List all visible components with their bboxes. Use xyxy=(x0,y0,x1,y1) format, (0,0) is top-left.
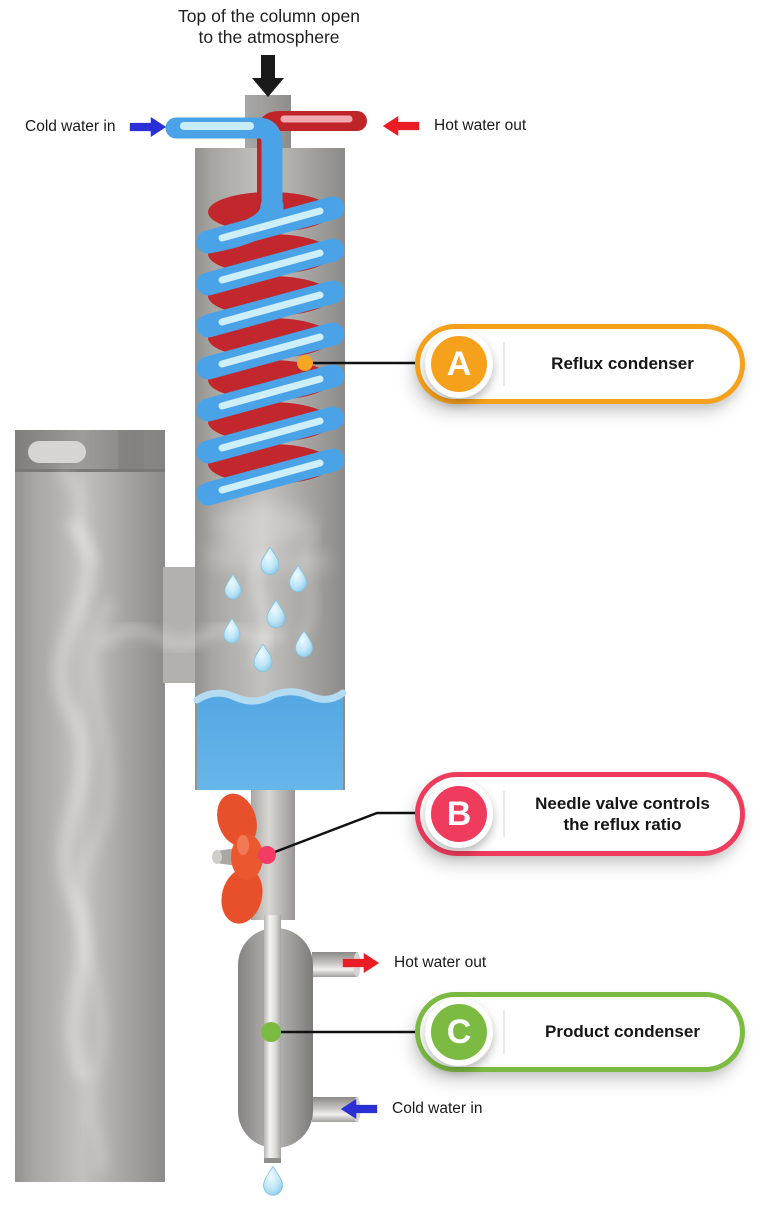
needle-valve xyxy=(212,790,295,924)
callout-c-letter: C xyxy=(446,1013,472,1051)
label-cold-water-in-top: Cold water in xyxy=(25,117,169,137)
callout-c-badge: C xyxy=(425,998,493,1066)
callout-b-needle-valve: B Needle valve controls the reflux ratio xyxy=(415,772,745,856)
vapor-duct xyxy=(163,567,199,683)
callout-connectors xyxy=(266,361,417,1034)
cold-water-in-arrow-icon xyxy=(130,117,167,137)
callout-line-b xyxy=(266,811,417,857)
label-cold-water-in-bottom: Cold water in xyxy=(338,1099,482,1119)
vapor-smoke xyxy=(53,200,330,1173)
callout-a-badge: A xyxy=(425,330,493,398)
marker-dot-c xyxy=(261,1022,281,1042)
title-open-to-atmosphere: Top of the column open to the atmosphere xyxy=(178,6,360,47)
outlet-droplet xyxy=(263,1165,283,1196)
cold-water-in-arrow-icon xyxy=(340,1099,378,1119)
callout-a-text: Reflux condenser xyxy=(551,354,694,374)
callout-a-letter: A xyxy=(446,345,472,383)
liquid-pool xyxy=(193,688,347,790)
hot-water-out-arrow-icon xyxy=(382,116,420,136)
marker-dot-b xyxy=(258,846,276,864)
callout-b-badge: B xyxy=(425,780,493,848)
down-arrow-icon xyxy=(252,55,284,97)
callout-b-text: Needle valve controls the reflux ratio xyxy=(535,793,710,834)
needle-valve-handle xyxy=(212,793,263,924)
callout-c-divider xyxy=(503,1010,505,1054)
callout-b-letter: B xyxy=(446,795,472,833)
callout-c-text: Product condenser xyxy=(545,1022,700,1042)
boiler-cap-highlight xyxy=(28,441,86,463)
callout-b-divider xyxy=(503,791,505,837)
callout-a-reflux-condenser: A Reflux condenser xyxy=(415,324,745,404)
callout-c-product-condenser: C Product condenser xyxy=(415,992,745,1072)
callout-a-divider xyxy=(503,342,505,386)
marker-dot-a xyxy=(297,355,313,371)
label-hot-water-out-top: Hot water out xyxy=(380,116,526,136)
label-hot-water-out-bottom: Hot water out xyxy=(340,953,486,973)
hot-water-out-arrow-icon xyxy=(342,953,380,973)
